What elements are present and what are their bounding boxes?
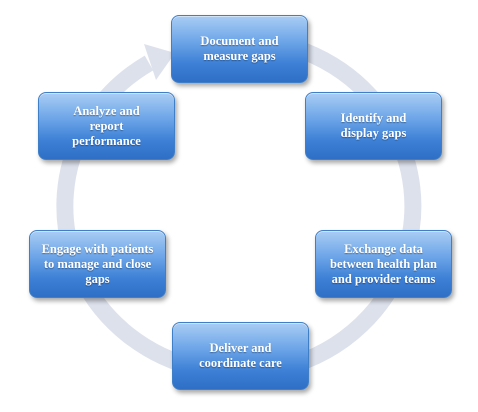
step-label: Engage with patients to manage and close… (41, 241, 154, 286)
step-exchange-data: Exchange data between health plan and pr… (315, 230, 452, 298)
step-label: Analyze and report performance (72, 103, 141, 148)
step-label: Deliver and coordinate care (199, 341, 282, 370)
step-label: Exchange data between health plan and pr… (330, 241, 437, 286)
step-label: Document and measure gaps (200, 34, 279, 63)
cycle-ring-arrowhead (144, 44, 175, 80)
step-engage-patients: Engage with patients to manage and close… (29, 230, 166, 298)
step-analyze-report-performance: Analyze and report performance (38, 92, 175, 160)
step-identify-display-gaps: Identify and display gaps (305, 92, 442, 160)
step-label: Identify and display gaps (340, 111, 407, 140)
step-document-measure-gaps: Document and measure gaps (171, 15, 308, 83)
step-deliver-coordinate-care: Deliver and coordinate care (172, 322, 309, 390)
